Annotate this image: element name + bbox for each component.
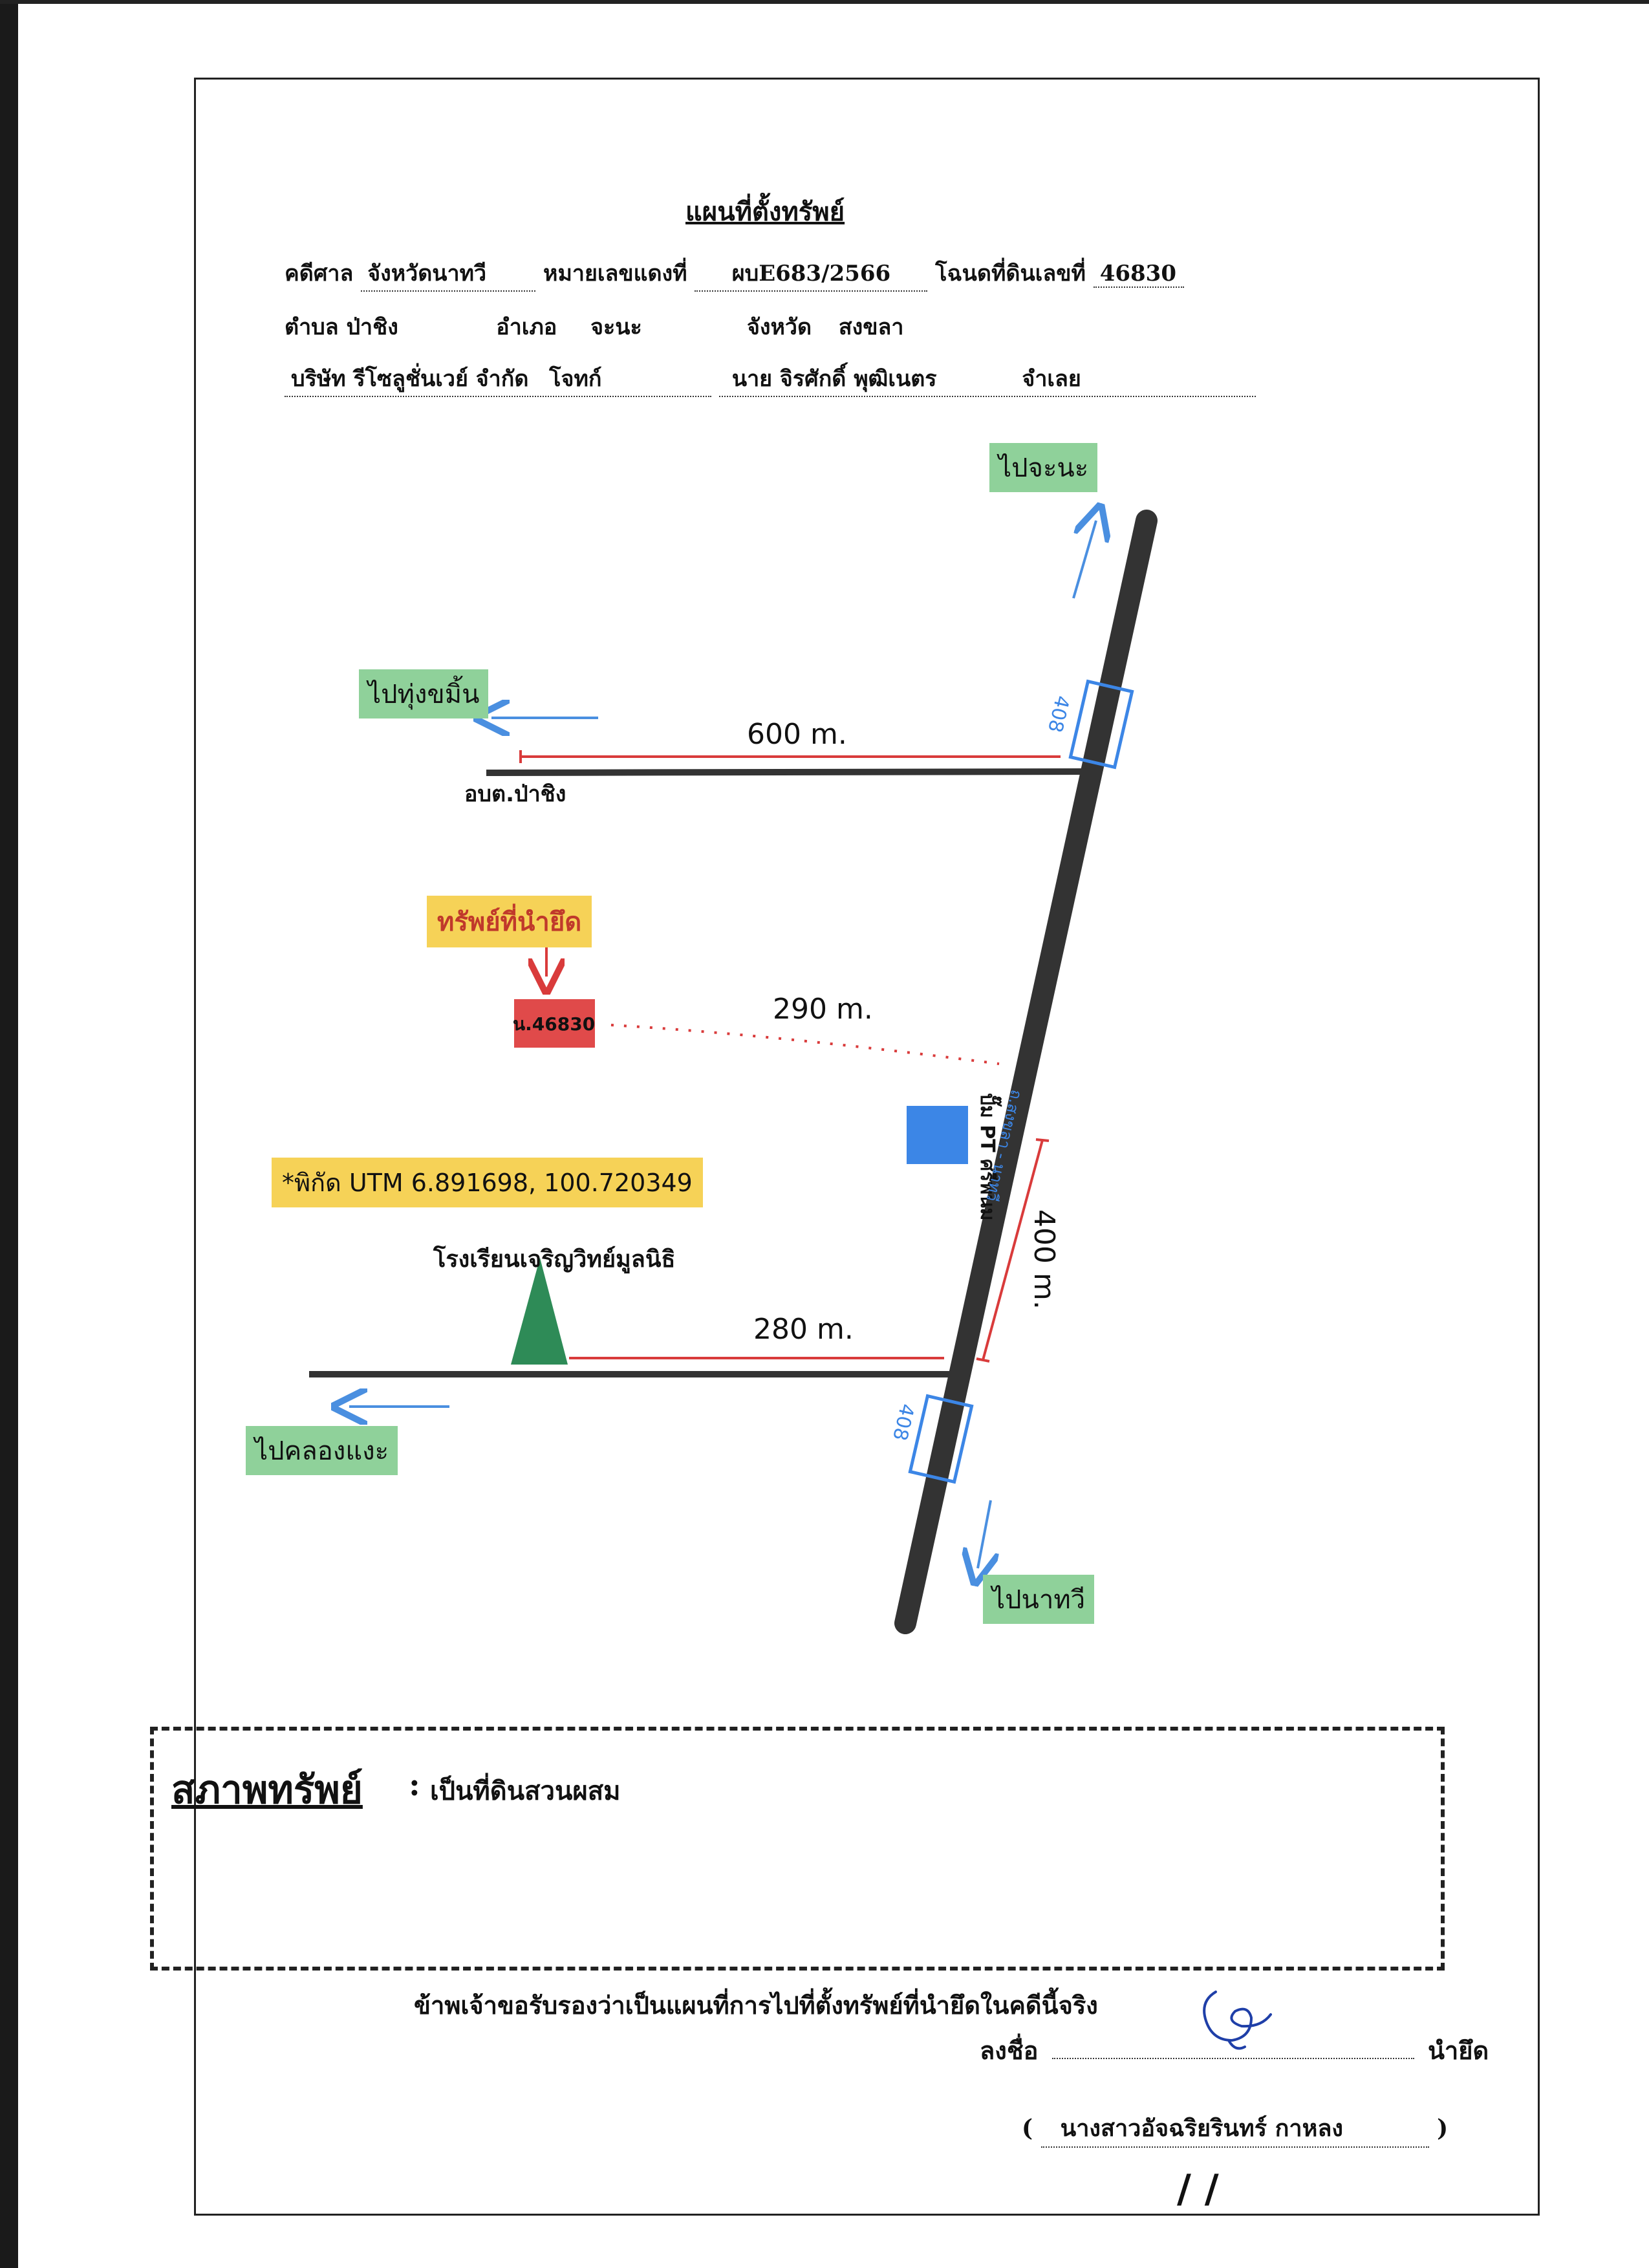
province-label: จังหวัด bbox=[746, 314, 812, 340]
signature-line bbox=[1051, 2058, 1414, 2059]
court-label: คดีศาล bbox=[285, 261, 354, 286]
status-value: เป็นที่ดินสวนผสม bbox=[430, 1776, 621, 1806]
header-line-1: คดีศาล จังหวัดนาทวี หมายเลขแดงที่ ผบE683… bbox=[285, 255, 1184, 292]
to-north-label: ไปจะนะ bbox=[989, 443, 1098, 492]
signer-name-row: ( นางสาวอัจฉริยรินทร์ กาหลง ) bbox=[1022, 2110, 1448, 2148]
distance-label-400: 400 m. bbox=[1028, 1209, 1061, 1310]
handwritten-signature bbox=[1203, 1991, 1272, 2050]
case-label: หมายเลขแดงที่ bbox=[543, 261, 687, 286]
deed-value: 46830 bbox=[1093, 261, 1184, 288]
to-west-top-label: ไปทุ่งขมิ้น bbox=[359, 669, 489, 718]
defendant-name: นาย จิรศักดิ์ พุฒิเนตร จำเลย bbox=[718, 361, 1256, 397]
distance-label-600: 600 m. bbox=[747, 718, 847, 751]
plaintiff-name: บริษัท รีโซลูชั่นเวย์ จำกัด โจทก์ bbox=[285, 361, 711, 397]
sign-label: ลงชื่อ bbox=[980, 2036, 1039, 2065]
date-field: / / bbox=[1177, 2166, 1219, 2212]
scan-edge-top bbox=[0, 0, 1649, 4]
status-colon: : bbox=[409, 1767, 420, 1803]
distance-label-280: 280 m. bbox=[753, 1313, 854, 1346]
property-id: น.46830 bbox=[513, 1013, 596, 1035]
header-line-2: ตำบล ป่าชิง อำเภอ จะนะ จังหวัด สงขลา bbox=[285, 309, 903, 344]
to-west-bottom-label: ไปคลองแงะ bbox=[246, 1426, 398, 1475]
landmark-bottom-label: โรงเรียนเจริญวิทย์มูลนิธิ bbox=[433, 1246, 676, 1273]
to-south-label: ไปนาทวี bbox=[983, 1575, 1095, 1624]
status-label: สภาพทรัพย์ bbox=[171, 1767, 363, 1813]
deed-label: โฉนดที่ดินเลขที่ bbox=[935, 261, 1086, 286]
subdistrict-value: ป่าชิง bbox=[346, 314, 398, 340]
subdistrict-label: ตำบล bbox=[285, 314, 339, 340]
district-label: อำเภอ bbox=[496, 314, 557, 340]
signer-name: นางสาวอัจฉริยรินทร์ กาหลง bbox=[1040, 2110, 1429, 2148]
district-value: จะนะ bbox=[590, 314, 642, 340]
certification-text: ข้าพเจ้าขอรับรองว่าเป็นแผนที่การไปที่ตั้… bbox=[414, 1991, 1098, 2020]
distance-label-290: 290 m. bbox=[773, 993, 873, 1026]
header-line-3: บริษัท รีโซลูชั่นเวย์ จำกัด โจทก์ นาย จิ… bbox=[285, 361, 1256, 397]
document-frame bbox=[194, 78, 1540, 2216]
property-status-box bbox=[150, 1727, 1445, 1971]
scan-edge bbox=[0, 0, 18, 2268]
court-value: จังหวัดนาทวี bbox=[361, 255, 536, 292]
page-title: แผนที่ตั้งทรัพย์ bbox=[685, 197, 845, 227]
landmark-top-label: อบต.ป่าชิง bbox=[464, 781, 566, 807]
signer-role: นำยึด bbox=[1427, 2036, 1489, 2065]
case-value: ผบE683/2566 bbox=[695, 255, 928, 292]
coordinates-label: *พิกัด UTM 6.891698, 100.720349 bbox=[272, 1158, 703, 1207]
province-value: สงขลา bbox=[838, 314, 904, 340]
signature-row: ลงชื่อ นำยึด bbox=[980, 2031, 1489, 2070]
property-caption: ทรัพย์ที่นำยึด bbox=[427, 896, 592, 947]
